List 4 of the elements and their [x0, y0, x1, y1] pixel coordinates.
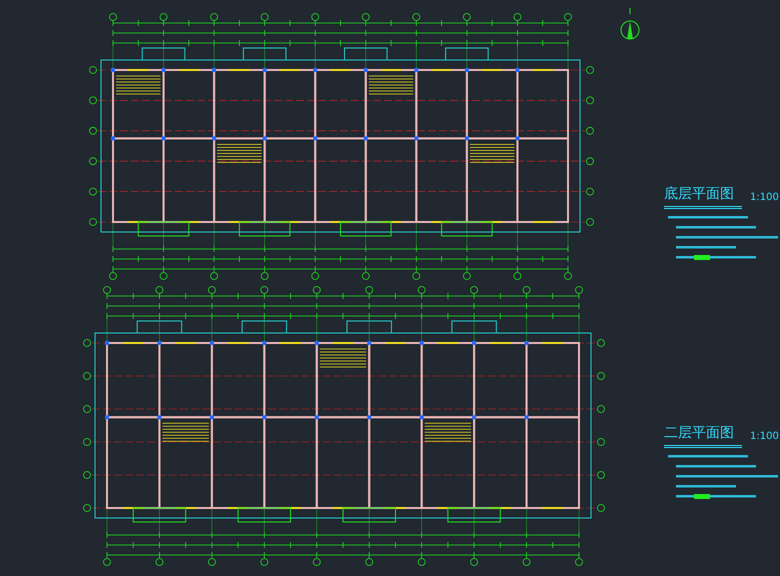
scale-label: 1:100 [750, 190, 779, 204]
drawing-title: 二层平面图 [664, 425, 735, 442]
scale-label: 1:100 [750, 430, 779, 444]
drawing-title: 底层平面图 [664, 186, 735, 204]
